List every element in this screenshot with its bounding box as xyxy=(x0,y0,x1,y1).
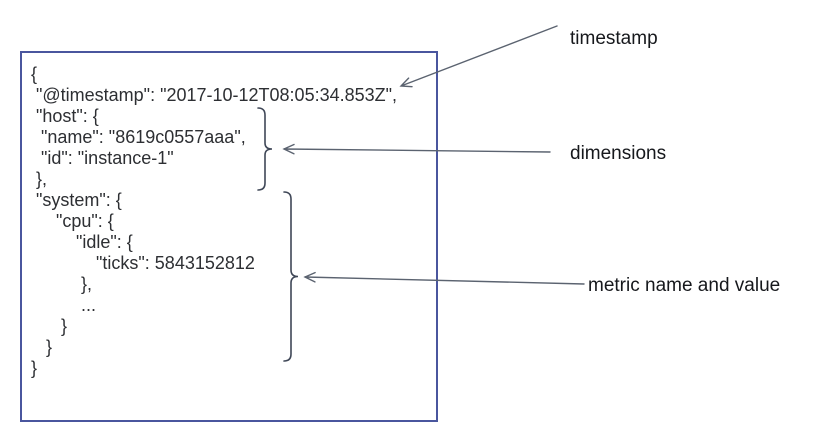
code-line: "ticks": 5843152812 xyxy=(31,253,255,273)
timestamp-label: timestamp xyxy=(570,28,658,49)
code-line: } xyxy=(31,337,53,357)
code-line: "name": "8619c0557aaa", xyxy=(31,127,246,147)
code-line: } xyxy=(31,316,68,336)
dimensions-label: dimensions xyxy=(570,143,667,164)
json-document-box: { "@timestamp": "2017-10-12T08:05:34.853… xyxy=(20,51,438,422)
code-line: }, xyxy=(31,169,48,189)
code-line: "cpu": { xyxy=(31,211,114,231)
code-line: "system": { xyxy=(31,190,122,210)
code-line: "@timestamp": "2017-10-12T08:05:34.853Z"… xyxy=(31,85,398,105)
code-line: { xyxy=(31,64,38,84)
code-line: "idle": { xyxy=(31,232,133,252)
json-code: { "@timestamp": "2017-10-12T08:05:34.853… xyxy=(31,64,397,379)
code-line: "id": "instance-1" xyxy=(31,148,174,168)
code-line: ... xyxy=(31,295,97,315)
code-line: }, xyxy=(31,274,93,294)
code-line: } xyxy=(31,358,38,378)
code-line: "host": { xyxy=(31,106,99,126)
metric-name-and-value-label: metric name and value xyxy=(588,275,781,296)
